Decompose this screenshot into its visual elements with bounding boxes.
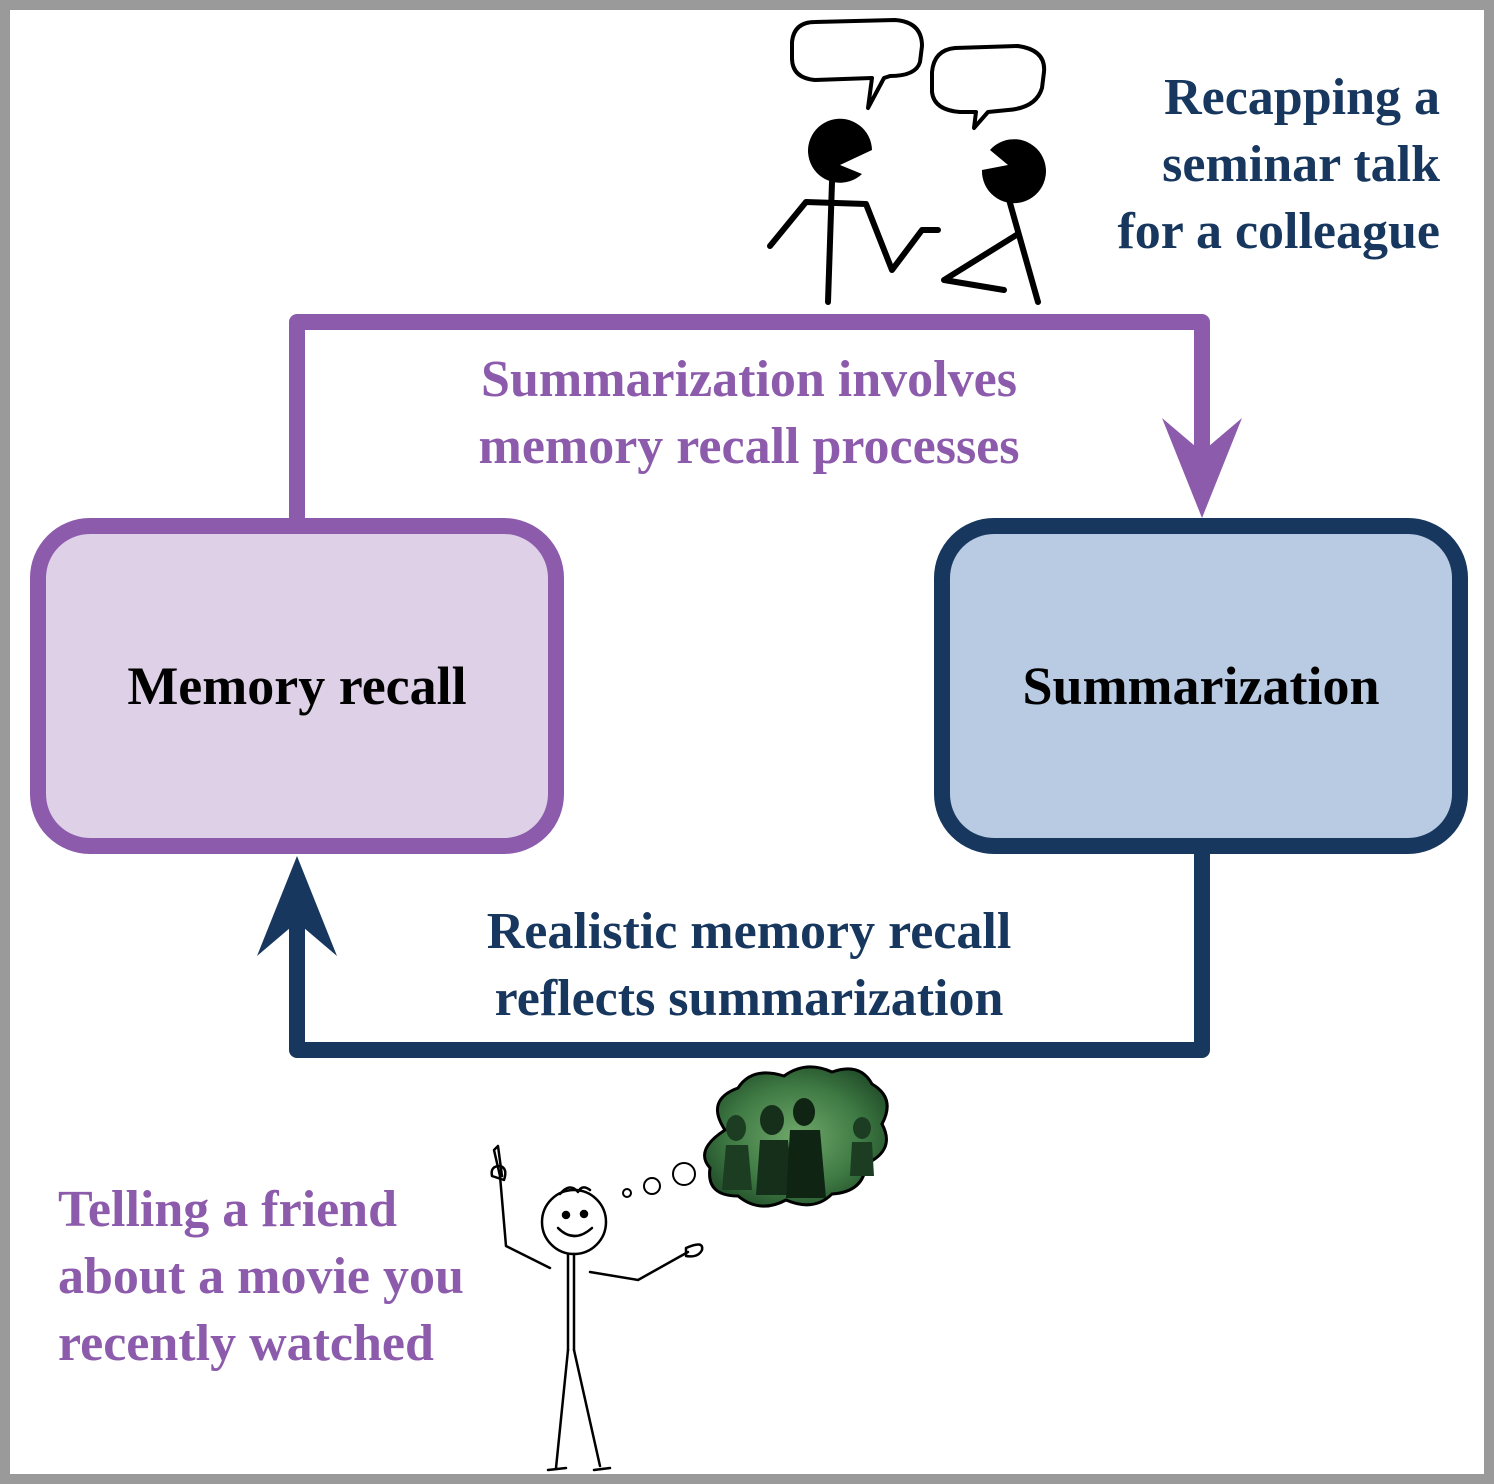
- stick-figure-thinking-icon: [490, 1144, 704, 1472]
- summarization-box: Summarization: [934, 518, 1468, 854]
- head-left: [808, 118, 872, 183]
- movie-example: Telling a friend about a movie you recen…: [58, 1176, 464, 1377]
- top-arrow-label: Summarization involves memory recall pro…: [392, 346, 1106, 480]
- bottom-arrow: [257, 852, 1210, 1058]
- two-talking-stick-figures-icon: [767, 18, 1047, 305]
- summarization-label: Summarization: [1022, 656, 1380, 716]
- speech-bubble-right: [930, 44, 1047, 130]
- top-arrow: [289, 314, 1242, 520]
- head-right: [981, 139, 1046, 204]
- seminar-example-line: seminar talk: [1162, 136, 1440, 193]
- bottom-arrowhead: [257, 856, 337, 956]
- movie-example-line: recently watched: [58, 1315, 434, 1372]
- memory-recall-box: Memory recall: [30, 518, 564, 854]
- bottom-arrow-label-line: reflects summarization: [494, 970, 1004, 1027]
- speech-bubble-left: [790, 18, 924, 110]
- memory-recall-label: Memory recall: [127, 656, 467, 716]
- top-arrow-label-line: Summarization involves: [481, 351, 1017, 408]
- bottom-arrow-label-line: Realistic memory recall: [486, 903, 1012, 960]
- top-arrow-label-line: memory recall processes: [478, 418, 1020, 475]
- movie-example-line: Telling a friend: [58, 1181, 398, 1238]
- seminar-example: Recapping a seminar talk for a colleague: [1117, 64, 1440, 265]
- seminar-example-line: Recapping a: [1164, 69, 1440, 126]
- bottom-arrow-label: Realistic memory recall reflects summari…: [392, 898, 1106, 1032]
- movie-thought-bubble-icon: [622, 1065, 889, 1208]
- seminar-example-line: for a colleague: [1117, 203, 1440, 260]
- bottom-arrow-line: [289, 852, 1210, 1058]
- top-arrow-line: [289, 314, 1210, 520]
- top-arrowhead: [1162, 418, 1242, 518]
- movie-example-line: about a movie you: [58, 1248, 464, 1305]
